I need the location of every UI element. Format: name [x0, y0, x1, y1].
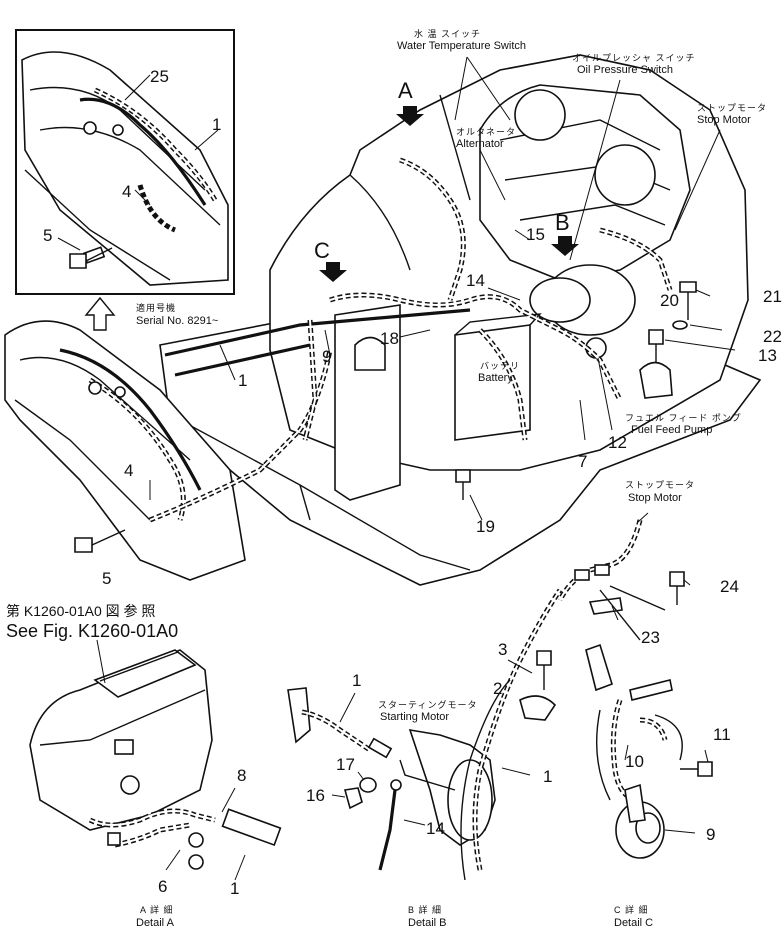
view-letter-c: C [314, 238, 330, 263]
water-temp-label-jp: 水 温 スイッチ [414, 29, 482, 39]
part-1-main: 1 [238, 371, 248, 390]
fuel-pump-label: Fuel Feed Pump [631, 424, 713, 436]
battery-label: Battery [478, 372, 513, 384]
part-20: 20 [660, 291, 679, 310]
part-4-inset: 4 [122, 182, 132, 201]
detail-c [557, 512, 713, 859]
part-1-detail-a: 1 [230, 879, 240, 898]
stop-motor-label: Stop Motor [697, 114, 751, 126]
part-1-detail-b2: 1 [543, 767, 553, 786]
fuel-pump-label-jp: フュエル フィード ポンプ [625, 413, 742, 423]
part-12: 12 [608, 433, 627, 452]
see-fig-label-jp: 第 K1260-01A0 図 参 照 [6, 603, 156, 619]
part-1-inset: 1 [212, 115, 222, 134]
part-13: 13 [758, 346, 777, 365]
battery-label-jp: バッテリ [480, 361, 521, 371]
detail-a-label: Detail A [136, 917, 174, 929]
starting-motor-label: Starting Motor [380, 711, 450, 723]
part-17: 17 [336, 755, 355, 774]
part-5-inset: 5 [43, 226, 53, 245]
part-14-detail-b: 14 [426, 819, 445, 838]
part-23: 23 [641, 628, 660, 647]
inset-arrow [84, 296, 116, 331]
part-2: 2 [493, 679, 503, 698]
part-19: 19 [476, 517, 495, 536]
part-6: 6 [158, 877, 168, 896]
part-9-main: 9 [322, 347, 332, 366]
part-18: 18 [380, 329, 399, 348]
detail-a-label-jp: A 詳 細 [140, 905, 174, 915]
part-10: 10 [625, 752, 644, 771]
oil-pressure-label: Oil Pressure Switch [577, 64, 673, 76]
part-11: 11 [713, 725, 731, 744]
view-letter-a: A [398, 78, 413, 103]
part-22: 22 [763, 327, 782, 346]
detail-b-label: Detail B [408, 917, 447, 929]
part-9-detail-c: 9 [706, 825, 716, 844]
part-3: 3 [498, 640, 508, 659]
detail-c-label-jp: C 詳 細 [614, 905, 649, 915]
oil-pressure-label-jp: オイルプレッシャ スイッチ [572, 53, 696, 63]
water-temp-label: Water Temperature Switch [397, 40, 526, 52]
part-7: 7 [578, 452, 588, 471]
part-25: 25 [150, 67, 169, 86]
stop-motor-2-label-jp: ストップモータ [625, 480, 696, 490]
serial-label-jp: 適用号機 [136, 303, 177, 313]
part-21: 21 [763, 287, 782, 306]
part-1-detail-b: 1 [352, 671, 362, 690]
part-4-main: 4 [124, 461, 134, 480]
part-8: 8 [237, 766, 247, 785]
stop-motor-2-label: Stop Motor [628, 492, 682, 504]
stop-motor-label-jp: ストップモータ [697, 103, 768, 113]
part-16: 16 [306, 786, 325, 805]
serial-label: Serial No. 8291~ [136, 315, 219, 327]
alternator-label-jp: オルタネータ [456, 127, 517, 137]
inset-serial-view [15, 29, 235, 295]
detail-c-label: Detail C [614, 917, 654, 929]
part-15: 15 [526, 225, 545, 244]
detail-b-label-jp: B 詳 細 [408, 905, 443, 915]
detail-a [29, 639, 282, 881]
see-fig-label: See Fig. K1260-01A0 [6, 621, 179, 641]
starting-motor-label-jp: スターティングモータ [378, 700, 478, 710]
alternator-label: Alternator [456, 138, 504, 150]
detail-b [287, 588, 563, 881]
part-14-main: 14 [466, 271, 485, 290]
part-5-main: 5 [102, 569, 112, 588]
part-24: 24 [720, 577, 739, 596]
main-assembly [4, 54, 762, 586]
view-letter-b: B [555, 210, 570, 235]
